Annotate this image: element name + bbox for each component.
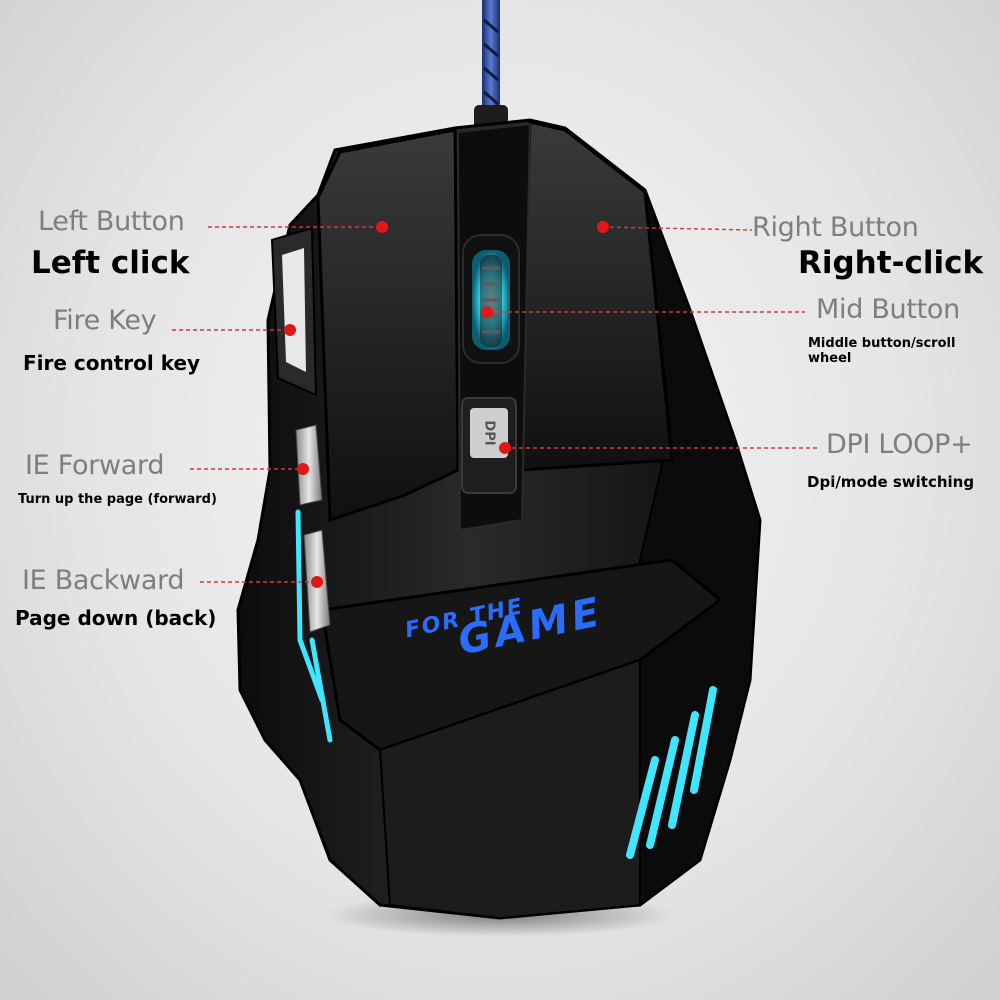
dpi-loop-name: DPI LOOP+ — [826, 429, 973, 460]
dpi-loop-desc: Dpi/mode switching — [807, 473, 975, 491]
left-button-name: Left Button — [38, 206, 185, 237]
dpi-button: DPI — [461, 397, 517, 494]
fire-key-desc: Fire control key — [23, 351, 201, 375]
right-shell — [618, 189, 762, 907]
callout-lines — [172, 226, 818, 583]
right-led-strips — [626, 686, 717, 859]
left-main-button — [316, 128, 460, 523]
right-button-marker — [597, 221, 609, 233]
right-button-name: Right Button — [752, 212, 919, 243]
callout-markers — [284, 221, 609, 588]
left-button-marker — [376, 221, 388, 233]
ie-forward-name: IE Forward — [25, 450, 165, 481]
dpi-button-text: DPI — [482, 420, 497, 445]
fire-key-marker — [284, 324, 296, 336]
dpi-loop-marker — [499, 442, 511, 454]
ie-forward-side-button — [295, 424, 323, 506]
mid-button-marker — [481, 306, 493, 318]
right-main-button — [518, 120, 674, 472]
gaming-mouse: DPI FOR THE GAME — [236, 118, 762, 920]
scroll-wheel — [462, 234, 520, 364]
fire-key-name: Fire Key — [53, 305, 157, 336]
lower-palm — [378, 658, 641, 920]
left-button-desc: Left click — [31, 245, 190, 281]
ie-forward-desc: Turn up the page (forward) — [18, 492, 217, 507]
ie-backward-marker — [311, 576, 323, 588]
mid-button-name: Mid Button — [816, 294, 960, 325]
left-led-strips — [295, 509, 333, 743]
mid-button-desc: Middle button/scroll wheel — [808, 336, 956, 366]
ie-backward-name: IE Backward — [22, 565, 185, 596]
right-button-desc: Right-click — [798, 245, 984, 281]
ie-forward-marker — [297, 463, 309, 475]
ie-backward-desc: Page down (back) — [15, 606, 217, 630]
fire-key — [270, 226, 318, 397]
